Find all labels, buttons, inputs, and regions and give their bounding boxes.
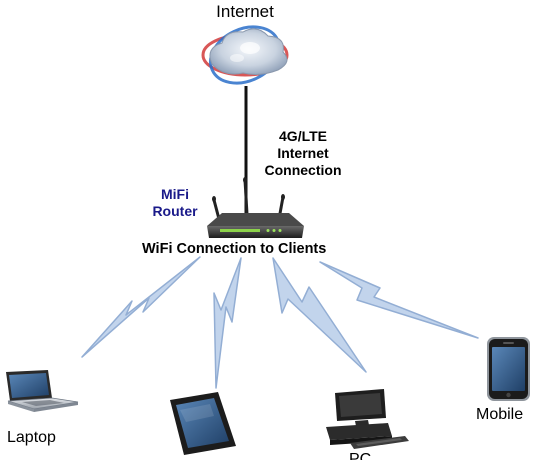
cloud-globe-icon [201,25,289,85]
wifi-clients-label: WiFi Connection to Clients [142,241,327,257]
wireless-link-laptop [81,256,201,358]
wireless-link-pc [272,257,367,373]
wireless-link-tablet [213,257,242,389]
router-label-line-2: Router [152,203,198,219]
smartphone-icon [487,337,530,401]
pc-label: PC [349,451,372,460]
connection-label-line-2: Internet [277,145,329,161]
connection-label: 4G/LTE Internet Connection [240,128,366,179]
tablet-icon [170,392,236,455]
lightning-bolt-icon [81,256,479,389]
laptop-label: Laptop [7,429,56,446]
connection-label-line-1: 4G/LTE [279,128,327,144]
mobile-label: Mobile [476,406,524,423]
internet-label: Internet [216,2,274,21]
connection-label-line-3: Connection [264,162,342,178]
laptop-icon [6,370,79,412]
wireless-link-mobile [319,261,479,339]
desktop-pc-icon [326,389,409,449]
router-label-line-1: MiFi [161,186,189,202]
mifi-router-icon [207,177,304,238]
router-label: MiFi Router [140,186,210,220]
